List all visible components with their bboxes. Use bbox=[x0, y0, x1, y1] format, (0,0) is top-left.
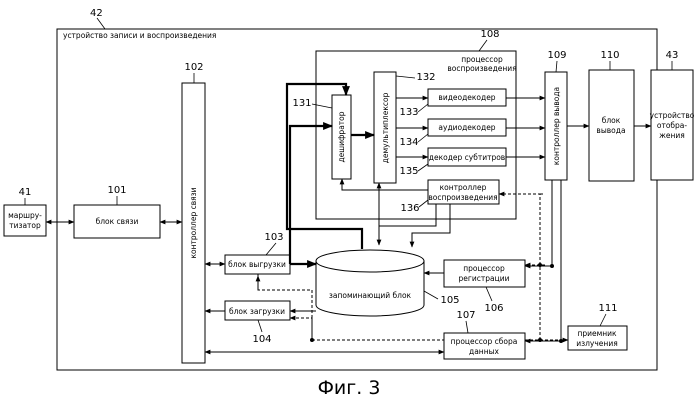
display-device-label-3: жения bbox=[659, 131, 685, 140]
subtitle-decoder-label: декодер субтитров bbox=[429, 153, 505, 162]
display-device-label-2: отобра- bbox=[657, 121, 688, 130]
router-label-1: маршру- bbox=[8, 211, 42, 220]
decryptor-ref: 131 bbox=[292, 98, 311, 109]
radiation-receiver-ref-leader bbox=[600, 314, 606, 326]
output-controller-label: контроллер вывода bbox=[552, 87, 561, 165]
audio-decoder-ref: 134 bbox=[399, 137, 418, 148]
registration-processor-label-2: регистрации bbox=[459, 274, 510, 283]
download-ref-leader bbox=[258, 320, 262, 332]
demultiplexer-ref: 132 bbox=[416, 72, 435, 83]
playback-processor-ref: 108 bbox=[480, 29, 499, 40]
playback-controller-ref: 136 bbox=[400, 203, 419, 214]
output-controller-ref-leader bbox=[556, 61, 557, 72]
figure-caption: Фиг. 3 bbox=[318, 377, 381, 399]
data-collection-processor-ref-leader bbox=[466, 321, 468, 333]
subtitle-decoder-ref-leader bbox=[418, 164, 428, 171]
download-label: блок загрузки bbox=[229, 307, 285, 316]
storage-label: запоминающий блок bbox=[329, 291, 412, 300]
storage-ref-leader bbox=[424, 291, 438, 299]
subtitle-decoder-ref: 135 bbox=[399, 166, 418, 177]
upload-ref: 103 bbox=[264, 232, 283, 243]
video-decoder-label: видеодекодер bbox=[438, 93, 495, 102]
audio-decoder-label: аудиодекодер bbox=[438, 123, 495, 132]
storage-block bbox=[316, 250, 424, 316]
upload-ref-leader bbox=[266, 243, 276, 255]
radiation-receiver-label-2: излучения bbox=[576, 339, 617, 348]
output-label-1: блок bbox=[602, 116, 621, 125]
data-collection-processor-label-1: процессор сбора bbox=[451, 337, 518, 346]
download-ref: 104 bbox=[252, 334, 271, 345]
video-decoder-ref: 133 bbox=[399, 107, 418, 118]
registration-processor-ref: 106 bbox=[484, 303, 503, 314]
playback-processor-label-1: процессор bbox=[461, 55, 503, 64]
registration-processor-label-1: процессор bbox=[463, 264, 505, 273]
playback-controller-label-1: контроллер bbox=[440, 183, 487, 192]
audio-decoder-ref-leader bbox=[418, 134, 428, 142]
data-collection-processor-label-2: данных bbox=[469, 347, 500, 356]
comm-controller-ref: 102 bbox=[184, 62, 203, 73]
decryptor-ref-leader bbox=[312, 104, 332, 108]
upload-label: блок выгрузки bbox=[228, 260, 286, 269]
device-label: устройство записи и воспроизведения bbox=[63, 31, 216, 40]
playback-processor-label-2: воспроизведения bbox=[447, 64, 516, 73]
output-label-2: вывода bbox=[596, 126, 625, 135]
data-collection-processor-ref: 107 bbox=[456, 310, 475, 321]
demultiplexer-ref-leader bbox=[396, 76, 415, 78]
playback-processor-ref-leader bbox=[479, 40, 487, 51]
output-controller-ref: 109 bbox=[547, 50, 566, 61]
output-ref: 110 bbox=[600, 50, 619, 61]
playback-controller-label-2: воспроизведения bbox=[428, 193, 497, 202]
router-label-2: тизатор bbox=[9, 221, 41, 230]
storage-ref: 105 bbox=[440, 295, 459, 306]
demultiplexer-label: демультиплексор bbox=[381, 92, 390, 163]
registration-processor-ref-leader bbox=[486, 287, 492, 301]
radiation-receiver-label-1: приемник bbox=[577, 329, 617, 338]
comm-controller-label: контроллер связи bbox=[189, 187, 198, 258]
device-ref: 42 bbox=[90, 8, 103, 19]
video-decoder-ref-leader bbox=[418, 104, 428, 112]
router-ref: 41 bbox=[19, 187, 32, 198]
playback-controller-ref-leader bbox=[419, 200, 428, 207]
radiation-receiver-ref: 111 bbox=[598, 303, 617, 314]
display-device-label-1: устройство bbox=[650, 111, 695, 120]
comm-ref: 101 bbox=[107, 185, 126, 196]
comm-label: блок связи bbox=[96, 217, 139, 226]
display-device-ref: 43 bbox=[666, 50, 679, 61]
decryptor-label: дешифратор bbox=[337, 111, 346, 162]
device-ref-leader bbox=[97, 18, 105, 29]
